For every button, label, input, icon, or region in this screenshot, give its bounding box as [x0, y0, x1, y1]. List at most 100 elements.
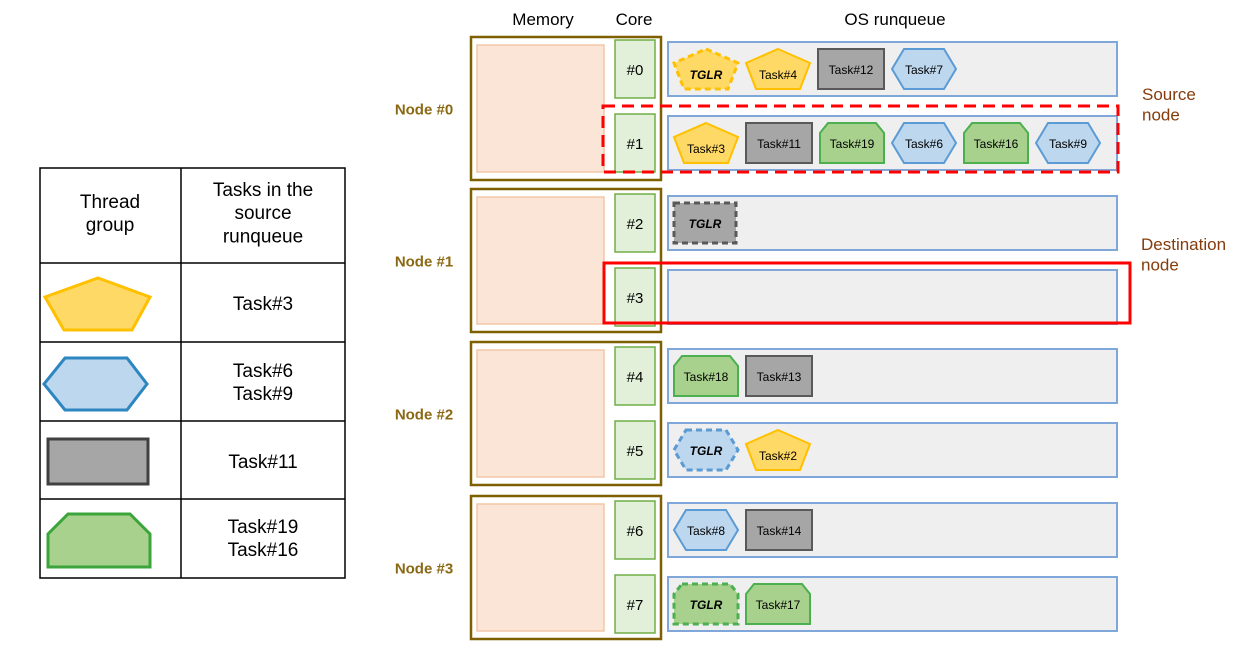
octagon-icon	[819, 122, 885, 164]
octagon-icon	[46, 512, 152, 569]
core-id: #3	[627, 290, 644, 307]
task: Task#13	[745, 355, 813, 397]
task-label: Task#14	[757, 524, 802, 538]
core-row: #7	[614, 574, 1118, 634]
task: Task#19	[819, 122, 885, 164]
pentagon-icon	[744, 428, 812, 471]
core-header: Core	[616, 10, 653, 29]
task-label: Task#13	[757, 370, 802, 384]
task-label: Task#12	[829, 63, 874, 77]
task-label: Task#19	[830, 137, 875, 151]
hexagon-icon	[42, 356, 149, 412]
rect-icon	[745, 509, 813, 551]
destination-node-highlight	[602, 261, 1132, 325]
task-label: TGLR	[690, 444, 723, 458]
runqueue-header: OS runqueue	[844, 10, 945, 29]
rectangle-icon	[46, 437, 150, 486]
task-label: Task#4	[759, 68, 797, 82]
task-label: Task#11	[757, 137, 801, 151]
rect-icon	[817, 48, 885, 90]
task: Task#8	[672, 509, 740, 551]
hexagon-icon	[672, 509, 740, 551]
task: Task#9	[1034, 122, 1102, 164]
task: Task#4	[744, 47, 812, 90]
memory-block	[476, 503, 605, 632]
memory-block	[476, 44, 605, 173]
task: Task#6	[890, 122, 958, 164]
rect-icon	[745, 355, 813, 397]
tglr-task: TGLR	[672, 428, 740, 472]
core-row: #6	[614, 500, 1118, 560]
task: Task#14	[745, 509, 813, 551]
pentagon-icon	[744, 47, 812, 90]
octagon-icon	[963, 122, 1029, 164]
node-label: Node #1	[395, 254, 453, 271]
core-box	[614, 420, 656, 480]
task-label: Task#17	[756, 598, 801, 612]
core-box	[614, 193, 656, 253]
core-box	[614, 113, 656, 173]
task-label: Task#7	[905, 63, 943, 77]
numa-node: Node #0	[395, 35, 663, 182]
task: Task#16	[963, 122, 1029, 164]
core-row: #2	[614, 193, 1118, 253]
hexagon-icon	[1034, 122, 1102, 164]
legend-row-tasks: Task#11	[228, 452, 297, 473]
runqueue	[667, 195, 1118, 251]
task: Task#2	[744, 428, 812, 471]
memory-block	[476, 196, 605, 325]
legend-row-tasks: Task#3	[233, 294, 293, 315]
core-box	[614, 39, 656, 99]
core-row: #4	[614, 346, 1118, 406]
core-id: #1	[627, 136, 644, 153]
runqueue	[667, 576, 1118, 632]
task: Task#18	[673, 355, 739, 397]
core-id: #4	[627, 369, 644, 386]
task: Task#3	[672, 121, 740, 164]
task-label: Task#3	[687, 142, 725, 156]
core-box	[614, 574, 656, 634]
pentagon-icon	[672, 47, 740, 91]
rect-icon	[745, 122, 813, 164]
pentagon-icon	[42, 276, 153, 332]
runqueue	[667, 269, 1118, 325]
core-id: #7	[627, 597, 644, 614]
core-box	[614, 346, 656, 406]
task: Task#7	[890, 48, 958, 90]
cores-layer: #0 #1 #2 #3 #4 #5 #6 #7	[614, 39, 1118, 634]
task-label: TGLR	[690, 68, 723, 82]
hexagon-icon	[890, 122, 958, 164]
hexagon-icon	[672, 428, 740, 472]
runqueue	[667, 502, 1118, 558]
core-row: #5	[614, 420, 1118, 480]
pentagon-icon	[672, 121, 740, 164]
task-label: Task#2	[759, 449, 797, 463]
core-id: #5	[627, 443, 644, 460]
node-label: Node #0	[395, 102, 453, 119]
task: Task#11	[745, 122, 813, 164]
core-row: #0	[614, 39, 1118, 99]
task-label: Task#6	[905, 137, 943, 151]
tglr-task: TGLR	[672, 582, 740, 626]
memory-block	[476, 349, 605, 478]
hexagon-icon	[890, 48, 958, 90]
task-label: TGLR	[690, 598, 723, 612]
task-label: Task#16	[974, 137, 1019, 151]
node-label: Node #2	[395, 407, 453, 424]
memory-header: Memory	[512, 10, 574, 29]
node-label: Node #3	[395, 561, 453, 578]
core-row: #3	[614, 267, 1118, 327]
octagon-icon	[745, 583, 811, 625]
tglr-task: TGLR	[672, 47, 740, 91]
source-node-highlight	[601, 104, 1120, 174]
core-id: #0	[627, 62, 644, 79]
core-id: #6	[627, 523, 644, 540]
